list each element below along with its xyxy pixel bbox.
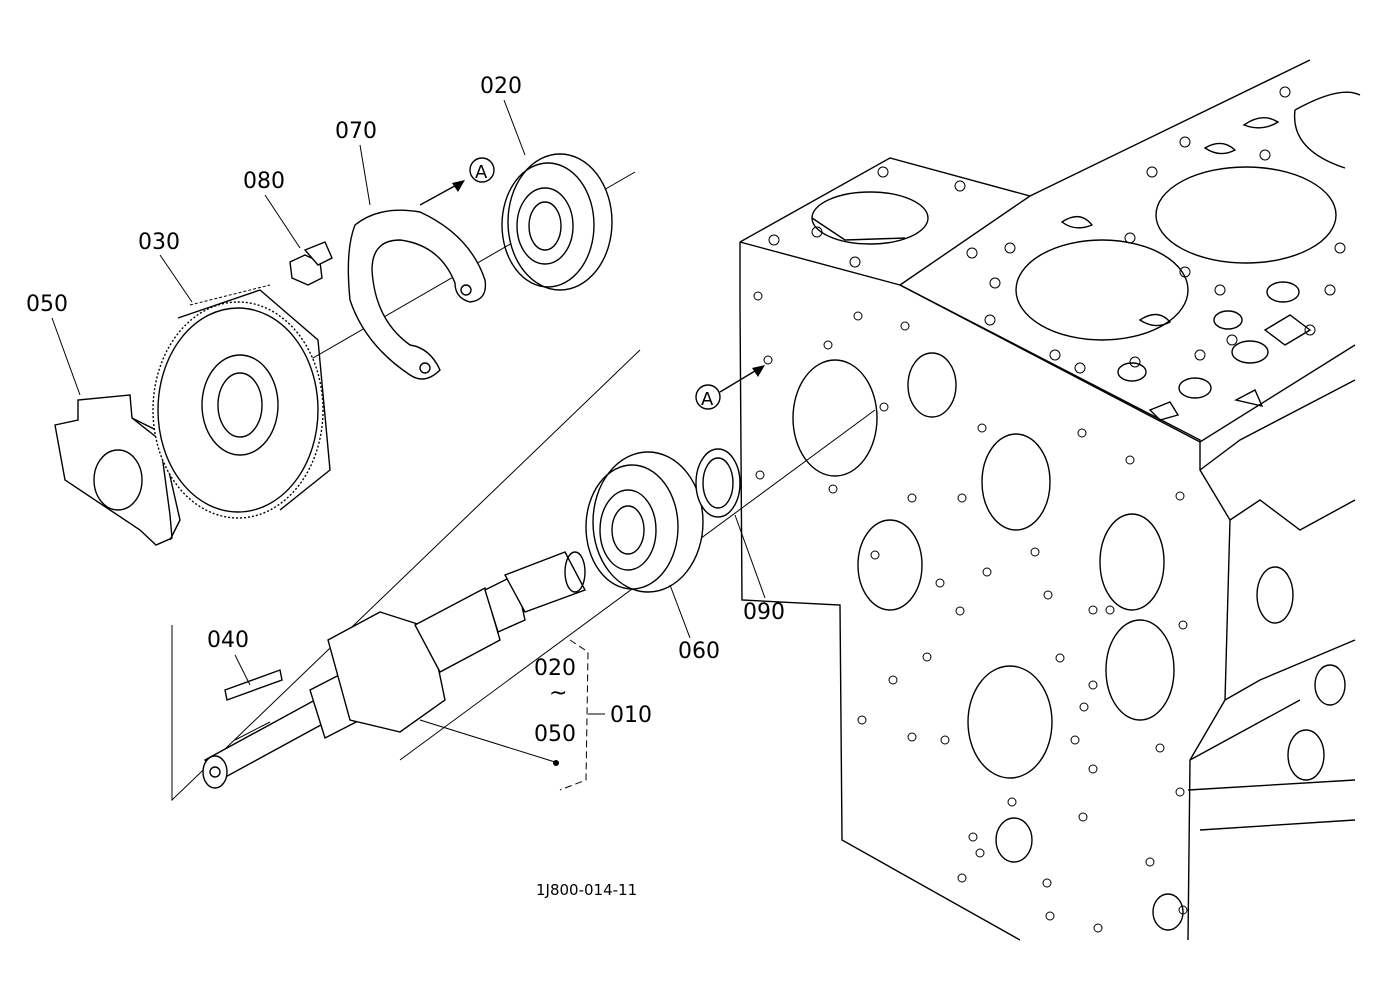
drawing-number: 1J800-014-11 [536,881,637,899]
label-020: 020 [480,74,522,99]
part-070-plate [347,209,487,380]
view-marker-a-lower: A [701,389,714,410]
view-marker-a-upper: A [475,162,488,183]
part-050-washer [54,394,181,546]
part-030-gear [152,284,331,519]
label-040: 040 [207,628,249,653]
label-030: 030 [138,230,180,255]
label-070: 070 [335,119,377,144]
engine-block [739,59,1361,941]
part-080-bolt [289,241,333,286]
part-060-bearing [585,451,704,593]
label-range-from: 020 [534,656,576,681]
part-010-shaft [202,551,586,789]
label-060: 060 [678,639,720,664]
label-range-to: 050 [534,722,576,747]
part-020-bearing [501,153,613,291]
view-arrows [419,157,765,410]
label-range-sep: ~ [549,681,567,706]
leader-lines [51,99,766,791]
part-090-ring [695,448,741,518]
label-080: 080 [243,169,285,194]
label-050: 050 [26,292,68,317]
label-090: 090 [743,600,785,625]
label-010: 010 [610,703,652,728]
